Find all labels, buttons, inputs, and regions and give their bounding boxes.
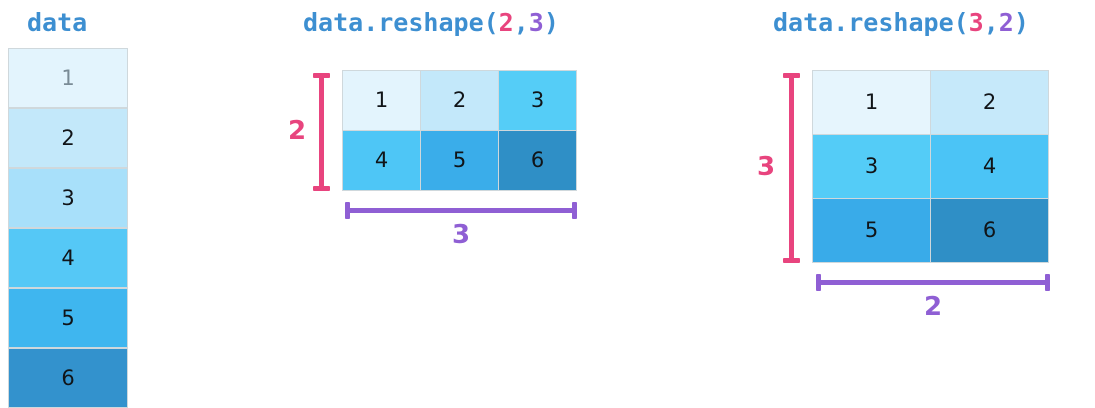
matrix-3x2-cell-r0-c1: 2: [930, 70, 1049, 135]
page-title-data: data: [27, 8, 88, 37]
bracket-cap-right: [1045, 274, 1050, 291]
matrix-2x3-cell-r1-c2: 6: [498, 130, 577, 191]
rows-dimension-label-2x3: 2: [288, 116, 307, 146]
matrix-3x2-cell-r0-c0: 1: [812, 70, 931, 135]
matrix-2x3-cell-r1-c1: 5: [420, 130, 499, 191]
data-cell-5: 5: [8, 288, 128, 348]
title-token-paren: ): [1013, 8, 1029, 37]
title-token-call: data.reshape(: [303, 8, 499, 37]
data-cell-4: 4: [8, 228, 128, 288]
bracket-stem: [789, 73, 794, 263]
bracket-stem: [319, 73, 324, 191]
bracket-cap-bottom: [783, 258, 800, 263]
bracket-cap-bottom: [313, 186, 330, 191]
title-token-comma: ,: [513, 8, 529, 37]
rows-dimension-label-3x2: 3: [757, 152, 776, 182]
cols-bracket-3x2: [816, 274, 1050, 291]
rows-bracket-3x2: [783, 73, 800, 263]
matrix-3x2-cell-r2-c1: 6: [930, 198, 1049, 263]
cols-dimension-label-2x3: 3: [452, 220, 471, 250]
cols-bracket-2x3: [345, 202, 577, 219]
matrix-2x3-cell-r0-c1: 2: [420, 70, 499, 131]
rows-bracket-2x3: [313, 73, 330, 191]
page-title-reshape-2-3: data.reshape(2,3): [303, 8, 559, 37]
data-cell-6: 6: [8, 348, 128, 408]
title-token-rows: 3: [968, 8, 984, 37]
bracket-stem: [345, 208, 577, 213]
bracket-stem: [816, 280, 1050, 285]
title-token-paren: ): [543, 8, 559, 37]
data-cell-2: 2: [8, 108, 128, 168]
matrix-2x3-cell-r0-c0: 1: [342, 70, 421, 131]
data-cell-1: 1: [8, 48, 128, 108]
matrix-2x3-cell-r1-c0: 4: [342, 130, 421, 191]
title-token-cols: 2: [998, 8, 1014, 37]
page-title-reshape-3-2: data.reshape(3,2): [773, 8, 1029, 37]
matrix-3x2-cell-r1-c0: 3: [812, 134, 931, 199]
title-token-call: data.reshape(: [773, 8, 969, 37]
matrix-3x2-cell-r1-c1: 4: [930, 134, 1049, 199]
title-token-rows: 2: [498, 8, 514, 37]
matrix-3x2-cell-r2-c0: 5: [812, 198, 931, 263]
bracket-cap-right: [572, 202, 577, 219]
matrix-2x3-cell-r0-c2: 3: [498, 70, 577, 131]
data-cell-3: 3: [8, 168, 128, 228]
cols-dimension-label-3x2: 2: [924, 292, 943, 322]
title-token-comma: ,: [983, 8, 999, 37]
title-token-cols: 3: [528, 8, 544, 37]
